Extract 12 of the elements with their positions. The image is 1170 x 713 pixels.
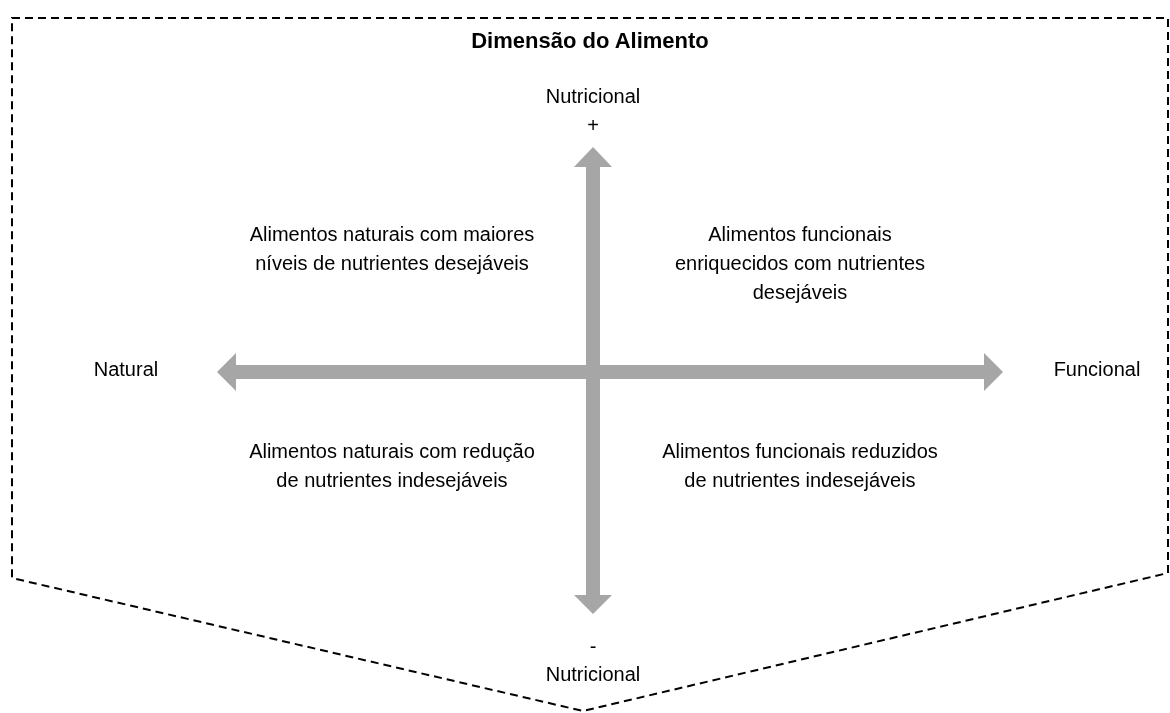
dashed-pentagon-frame: [10, 16, 1170, 713]
quadrant-text: Alimentos naturais com redução de nutrientes indesejáveis: [248, 439, 536, 493]
axis-label: Nutricional: [544, 84, 642, 109]
quadrant-text: Alimentos funcionais enriquecidos com nutrientes desejáveis: [673, 222, 927, 305]
quadrant-text: Alimentos naturais com maiores níveis de nutrientes desejáveis: [248, 222, 536, 276]
quadrant-text: Alimentos funcionais reduzidos de nutrientes indesejáveis: [661, 439, 939, 493]
axis-sign: +: [586, 113, 600, 138]
axis-label: Funcional: [1052, 357, 1142, 382]
axis-label: Nutricional: [544, 662, 642, 687]
axis-sign: -: [588, 634, 598, 659]
axis-label: Natural: [92, 357, 160, 382]
frame-title: Dimensão do Alimento: [471, 27, 709, 55]
